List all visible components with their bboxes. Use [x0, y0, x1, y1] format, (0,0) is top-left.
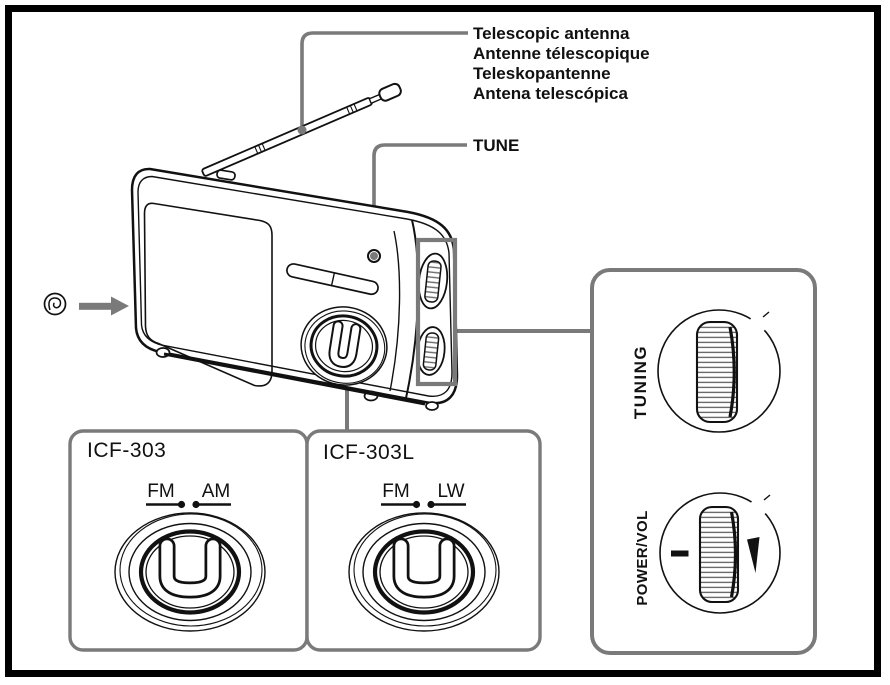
earphone-jack-callout: [43, 292, 129, 316]
left-arrow-pointer: [79, 296, 129, 316]
antenna-label-es: Antena telescópica: [473, 84, 628, 103]
antenna-callout-text: Telescopic antenna Antenne télescopique …: [473, 24, 650, 103]
band-am-label: AM: [202, 481, 231, 502]
telescopic-antenna: [201, 82, 402, 177]
power-vol-dial: POWER/VOL: [634, 492, 781, 614]
model-title-icf303: ICF-303: [87, 439, 166, 462]
dial-window: [286, 263, 379, 296]
callout-line-tune: [372, 143, 467, 252]
antenna-label-fr: Antenne télescopique: [473, 44, 650, 63]
sketch-gap: [749, 315, 767, 333]
volume-up-wedge-icon: [747, 537, 760, 573]
band-dot-fm-l: [412, 500, 421, 509]
band-knob-front: [300, 306, 388, 386]
panel-side-controls: TUNING POWER/VOL: [590, 268, 817, 655]
tune-label: TUNE: [473, 136, 519, 155]
sketch-tick-2: [763, 494, 771, 501]
model-title-icf303l: ICF-303L: [323, 441, 415, 464]
side-contour-line: [389, 230, 401, 392]
bottom-shadow-line: [163, 352, 426, 406]
page-frame: [5, 5, 881, 677]
band-lw-label: LW: [437, 481, 464, 502]
power-vol-label: POWER/VOL: [634, 510, 651, 605]
power-wheel-edge: [729, 511, 738, 598]
tuning-label: TUNING: [631, 345, 650, 419]
antenna-tip: [378, 82, 402, 102]
earphone-icon: [43, 292, 67, 316]
cabinet-outline: [130, 167, 459, 405]
cabinet-inner-line: [137, 175, 453, 397]
callout-line-antenna: [300, 31, 468, 130]
speaker-door: [143, 202, 273, 387]
band-dot-fm: [177, 500, 186, 509]
antenna-mount: [216, 169, 236, 181]
tuning-dial: TUNING: [631, 309, 781, 433]
panel-icf303: ICF-303 FM AM: [68, 429, 309, 652]
tuning-thumbwheel: [695, 320, 739, 424]
tune-callout-dot: [370, 252, 378, 260]
band-fm-label-l: FM: [382, 481, 409, 502]
panel-icf303l: ICF-303L FM LW: [305, 429, 542, 652]
band-knob-icf303: [115, 513, 265, 631]
volume-min-dash-icon: [671, 550, 689, 557]
antenna-label-en: Telescopic antenna: [473, 24, 630, 43]
tuning-wheel-edge: [728, 326, 736, 418]
power-vol-thumbwheel: [698, 505, 740, 604]
antenna-callout-dot: [297, 125, 307, 135]
sketch-gap-2: [750, 498, 768, 516]
band-fm-label: FM: [147, 481, 174, 502]
radio-body: [130, 167, 459, 411]
band-dot-am: [192, 500, 200, 509]
antenna-collar-marks: [254, 103, 358, 154]
sketch-tick: [762, 311, 770, 318]
band-knob-icf303l: [349, 513, 499, 631]
side-dials-bracket: [415, 237, 458, 387]
band-dot-lw: [427, 500, 435, 509]
antenna-label-de: Teleskopantenne: [473, 64, 611, 83]
